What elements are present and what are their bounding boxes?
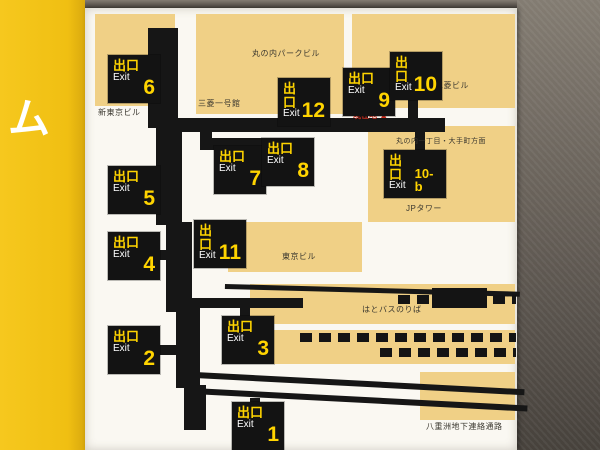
exit-label-en: Exit: [227, 332, 244, 344]
corridor-vertical-5: [184, 385, 206, 430]
exit-box-7: 出口 Exit 7: [214, 146, 266, 194]
exit-number: 12: [301, 99, 325, 122]
exit-label-jp: 出口: [389, 153, 403, 182]
exit-label-jp: 出口: [283, 81, 297, 110]
exit-box-2: 出口 Exit 2: [108, 326, 160, 374]
label-direction: 丸の内一丁目・大手町方面: [396, 138, 486, 145]
exit-box-3: 出口 Exit 3: [222, 316, 274, 364]
exit-label-en: Exit: [237, 418, 254, 430]
exit-label-jp: 出口: [113, 329, 140, 344]
exit-box-4: 出口 Exit 4: [108, 232, 160, 280]
exit-number: 9: [378, 89, 390, 112]
exit-label-en: Exit: [348, 84, 365, 96]
corridor-stub-exit3: [240, 306, 250, 320]
exit-words: 出口 Exit: [113, 59, 139, 99]
sign-yellow-edge: ム: [0, 0, 85, 450]
exit-label-en: Exit: [219, 162, 236, 174]
exit-label-jp: 出口: [219, 149, 246, 164]
exit-box-12: 出口 Exit 12: [278, 78, 330, 126]
exit-label-en: Exit: [267, 154, 284, 166]
exit-label-en: Exit: [113, 248, 130, 260]
exit-label-jp: 出口: [113, 169, 140, 184]
corridor-stub-exit10: [408, 96, 418, 120]
partial-side-text: ム: [8, 95, 51, 142]
building-tokyo: [228, 222, 362, 272]
building-bottom-right: [420, 372, 515, 420]
wall-top-edge: [85, 0, 517, 8]
exit-number: 6: [143, 76, 155, 99]
station-exit-map-panel: 丸の内パークビル 三菱一号館 三菱ビル 新東京ビル JPタワー 東京ビル はとバ…: [85, 8, 528, 450]
exit-label-en: Exit: [389, 180, 406, 192]
exit-label-jp: 出口: [267, 141, 294, 156]
exit-label-en: Exit: [395, 82, 412, 94]
exit-label-en: Exit: [113, 71, 130, 83]
exit-number: 11: [218, 241, 241, 264]
exit-label-en: Exit: [283, 108, 300, 120]
corridor-vertical-3: [166, 222, 192, 312]
bus-bay-dashes-2: [300, 333, 516, 342]
exit-label-jp: 出口: [395, 55, 409, 84]
exit-words: 出口 Exit: [227, 320, 253, 360]
label-marunouchi-park: 丸の内パークビル: [252, 49, 320, 58]
corridor-stub-exit10b: [415, 132, 425, 154]
exit-number: 4: [143, 253, 155, 276]
exit-label-en: Exit: [113, 342, 130, 354]
exit-words: 出口 Exit: [348, 72, 374, 112]
exit-label-jp: 出口: [227, 319, 254, 334]
exit-number: 8: [297, 159, 309, 182]
exit-label-jp: 出口: [348, 71, 375, 86]
exit-words: 出口 Exit: [237, 406, 263, 446]
exit-number: 5: [143, 187, 155, 210]
exit-words: 出口 Exit: [219, 150, 245, 190]
label-tokyo-bldg: 東京ビル: [282, 252, 316, 261]
exit-words: 出口 Exit: [199, 224, 219, 264]
exit-box-5: 出口 Exit 5: [108, 166, 160, 214]
exit-label-jp: 出口: [237, 405, 264, 420]
label-mitsubishi-bldg: 三菱ビル: [435, 81, 469, 90]
exit-words: 出口 Exit: [113, 236, 139, 276]
exit-words: 出口 Exit: [389, 154, 415, 194]
exit-number: 7: [249, 167, 261, 190]
label-shin-tokyo-bldg: 新東京ビル: [98, 108, 141, 117]
exit-number: 3: [257, 337, 269, 360]
exit-words: 出口 Exit: [113, 330, 139, 370]
exit-words: 出口 Exit: [113, 170, 139, 210]
label-yaesu-passage: 八重洲地下連絡通路: [426, 422, 503, 431]
label-jp-tower: JPタワー: [406, 204, 442, 213]
exit-words: 出口 Exit: [267, 142, 293, 182]
exit-words: 出口 Exit: [283, 82, 302, 122]
exit-label-jp: 出口: [113, 58, 140, 73]
exit-box-6: 出口 Exit 6: [108, 55, 160, 103]
exit-box-10b: 出口 Exit 10-b: [384, 150, 446, 198]
exit-label-en: Exit: [199, 250, 216, 262]
map-black-block: [432, 288, 487, 308]
exit-box-11: 出口 Exit 11: [194, 220, 246, 268]
exit-number: 10: [413, 73, 437, 96]
exit-number: 1: [267, 423, 279, 446]
exit-box-10: 出口 Exit 10: [390, 52, 442, 100]
exit-words: 出口 Exit: [395, 56, 414, 96]
exit-number: 2: [143, 347, 155, 370]
exit-label-jp: 出口: [113, 235, 140, 250]
wall-background: [517, 0, 600, 450]
exit-box-1: 出口 Exit 1: [232, 402, 284, 450]
corridor-horizontal-exit3: [188, 298, 303, 308]
label-hato-bus: はとバスのりば: [362, 305, 422, 314]
corridor-vertical-2: [156, 125, 182, 225]
exit-label-en: Exit: [113, 182, 130, 194]
exit-box-9: 出口 Exit 9: [343, 68, 395, 116]
bus-bay-dashes-3: [380, 348, 516, 357]
exit-label-jp: 出口: [199, 223, 213, 252]
exit-box-8: 出口 Exit 8: [262, 138, 314, 186]
label-mitsubishi-ichigokan: 三菱一号館: [198, 99, 241, 108]
exit-number: 10-b: [414, 166, 434, 194]
